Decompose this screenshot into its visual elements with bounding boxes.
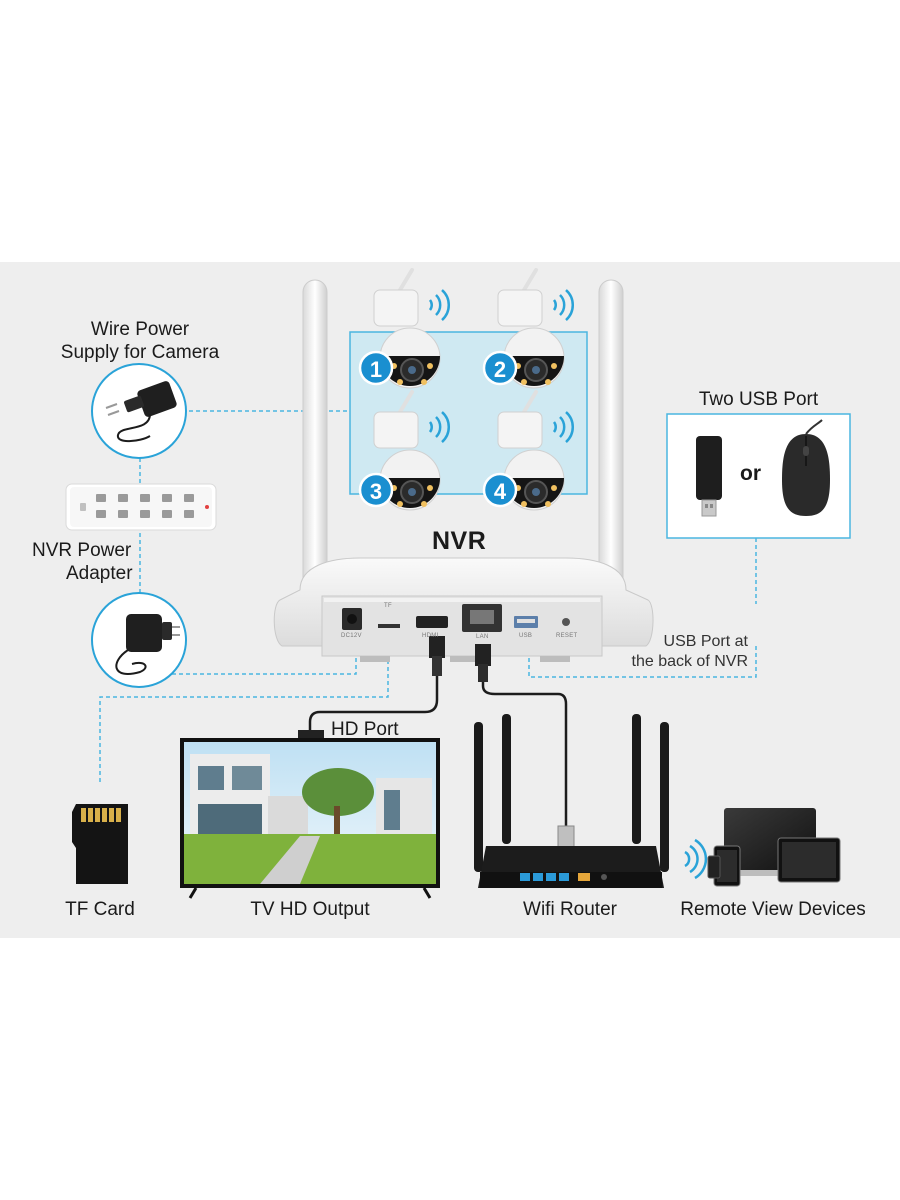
port-label-tf: TF xyxy=(384,603,392,609)
label-adapter: Adapter xyxy=(66,562,133,586)
port-label-hdmi: HDMI xyxy=(422,633,439,639)
tv-icon xyxy=(180,738,440,898)
label-hd-port: HD Port xyxy=(331,718,399,742)
port-label-dc: DC12V xyxy=(341,633,362,639)
label-or: or xyxy=(740,462,761,486)
wifi-signal-icon xyxy=(554,290,573,320)
label-nvr-power: NVR Power xyxy=(32,539,131,563)
label-two-usb-port: Two USB Port xyxy=(667,388,850,412)
port-label-usb: USB xyxy=(519,633,532,639)
label-remote-view-devices: Remote View Devices xyxy=(670,898,876,922)
camera-number: 2 xyxy=(494,357,506,382)
power-strip-icon xyxy=(66,484,216,530)
label-wifi-router: Wifi Router xyxy=(480,898,660,922)
label-wire-power: Wire Power xyxy=(50,318,230,342)
nvr-device-icon xyxy=(274,558,653,662)
port-label-lan: LAN xyxy=(476,634,489,640)
label-back-of-nvr: the back of NVR xyxy=(618,651,748,672)
router-icon xyxy=(474,714,669,888)
camera-number: 1 xyxy=(370,357,382,382)
label-tf-card: TF Card xyxy=(40,898,160,922)
wifi-signal-icon xyxy=(430,290,449,320)
tablet-icon xyxy=(778,838,840,882)
label-tv-hd-output: TV HD Output xyxy=(200,898,420,922)
camera-number: 4 xyxy=(494,479,507,504)
label-supply-for-camera: Supply for Camera xyxy=(40,341,240,365)
port-label-reset: RESET xyxy=(556,633,578,639)
tf-card-icon xyxy=(72,804,128,884)
remote-devices xyxy=(685,808,840,886)
power-adapter-icon xyxy=(92,364,186,458)
nvr-adapter-icon xyxy=(92,593,186,687)
label-nvr: NVR xyxy=(432,529,486,553)
wifi-signal-icon xyxy=(685,840,706,878)
label-usb-port-at: USB Port at xyxy=(618,631,748,652)
camera-number: 3 xyxy=(370,479,382,504)
